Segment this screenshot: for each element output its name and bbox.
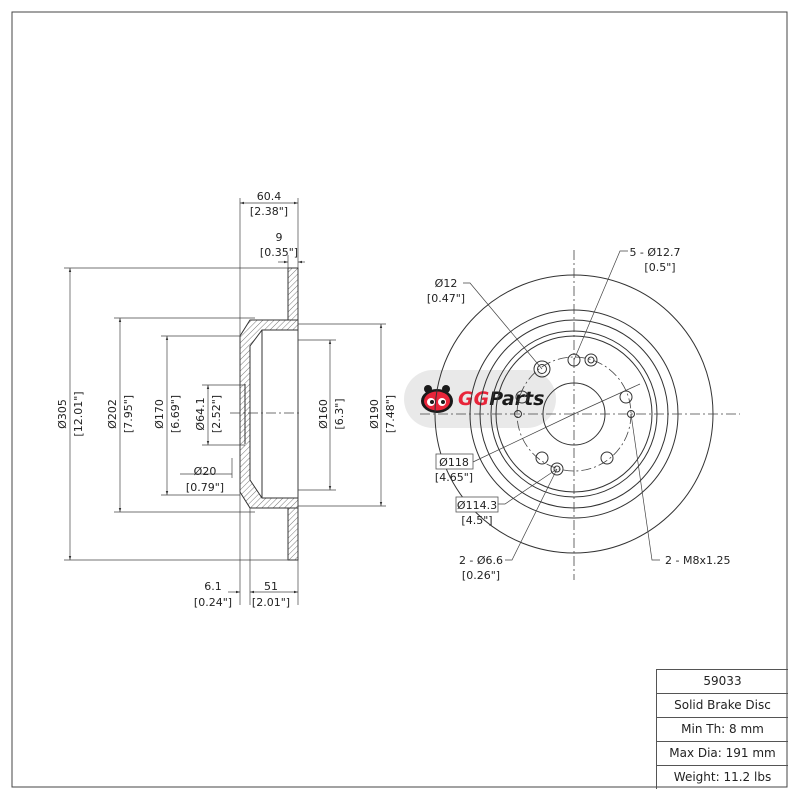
- spec-max-diameter: Max Dia: 191 mm: [657, 742, 788, 766]
- friction-ring-bottom: [287, 507, 299, 561]
- bolt-circle-mm: Ø114.3: [457, 499, 497, 512]
- side-section-view: 60.4 [2.38"] 9 [0.35"] Ø305 [12.01"] Ø20…: [56, 190, 397, 609]
- dim-hat-thk-mm: 6.1: [204, 580, 222, 593]
- circle-118-in: [4.65"]: [435, 471, 473, 484]
- dim-outer-dia-in: [12.01"]: [72, 391, 85, 436]
- dim-bore-in: [2.52"]: [210, 395, 223, 433]
- dim-width-mm: 60.4: [257, 190, 282, 203]
- dim-pilot-in: [0.79"]: [186, 481, 224, 494]
- dim-hat-thk-in: [0.24"]: [194, 596, 232, 609]
- dim-thickness-mm: 9: [276, 231, 283, 244]
- dim-pilot-mm: Ø20: [194, 465, 217, 478]
- spec-min-thickness: Min Th: 8 mm: [657, 718, 788, 742]
- stud-holes: [514, 353, 635, 476]
- dim-face-dia-in: [6.69"]: [169, 395, 182, 433]
- spec-type: Solid Brake Disc: [657, 694, 788, 718]
- dim-drum-dia-mm: Ø160: [317, 399, 330, 429]
- stud-holes-in: [0.5"]: [644, 261, 675, 274]
- dim-outer-dia-mm: Ø305: [56, 399, 69, 429]
- circle-118-mm: Ø118: [439, 456, 469, 469]
- dim-drum-max-mm: Ø190: [368, 399, 381, 429]
- brand-gg: GG: [458, 388, 490, 410]
- dim-face-dia-mm: Ø170: [153, 399, 166, 429]
- threaded-holes-label: 2 - M8x1.25: [665, 554, 730, 567]
- dim-hat-depth-in: [2.01"]: [252, 596, 290, 609]
- spec-table: 59033 Solid Brake Disc Min Th: 8 mm Max …: [656, 669, 788, 789]
- dim-hat-depth-mm: 51: [264, 580, 278, 593]
- dim-drum-max-in: [7.48"]: [384, 395, 397, 433]
- hole-12-mm: Ø12: [435, 277, 458, 290]
- friction-ring-top: [287, 267, 299, 321]
- dim-hat-dia-in: [7.95"]: [122, 395, 135, 433]
- spec-part-number: 59033: [657, 669, 788, 694]
- hat-section: [239, 319, 299, 509]
- dim-bore-mm: Ø64.1: [194, 397, 207, 430]
- dim-width-in: [2.38"]: [250, 205, 288, 218]
- mascot-logo-icon: [421, 385, 453, 413]
- hole-12-in: [0.47"]: [427, 292, 465, 305]
- dim-drum-dia-in: [6.3"]: [333, 398, 346, 429]
- spec-weight: Weight: 11.2 lbs: [673, 770, 772, 784]
- bolt-circle-in: [4.5"]: [461, 514, 492, 527]
- stud-holes-mm: 5 - Ø12.7: [629, 246, 680, 259]
- front-view: 5 - Ø12.7 [0.5"] Ø12 [0.47"] Ø118 [4.65"…: [420, 246, 740, 582]
- sheet-border: [11, 11, 788, 788]
- small-holes-in: [0.26"]: [462, 569, 500, 582]
- small-holes-mm: 2 - Ø6.6: [459, 554, 503, 567]
- dim-thickness-in: [0.35"]: [260, 246, 298, 259]
- dim-hat-dia-mm: Ø202: [106, 399, 119, 429]
